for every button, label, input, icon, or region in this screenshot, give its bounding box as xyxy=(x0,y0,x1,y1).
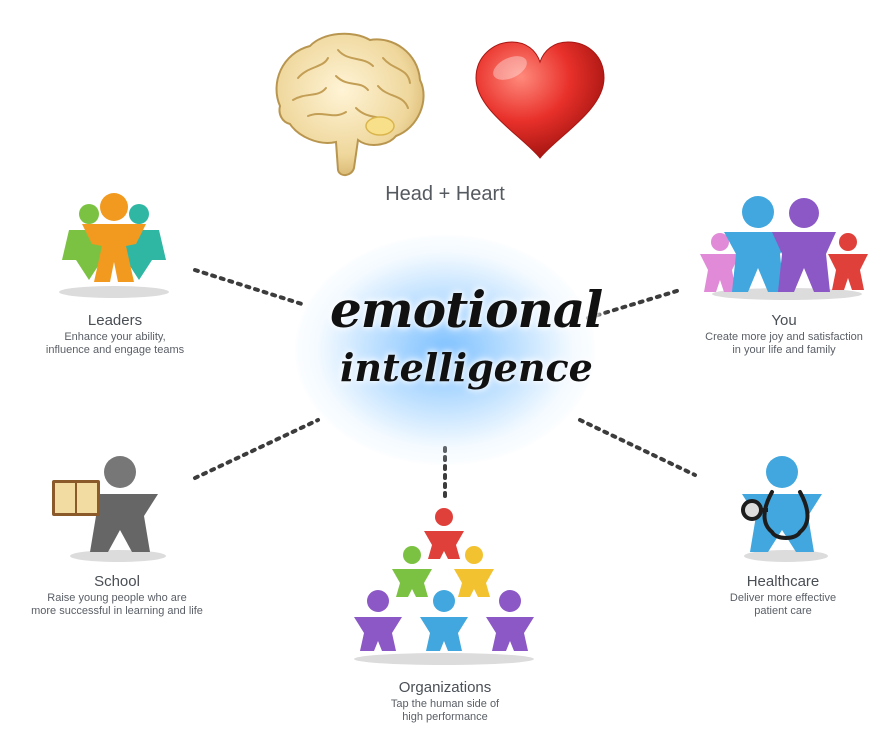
you-text: You Create more joy and satisfaction in … xyxy=(680,312,888,357)
school-text: School Raise young people who are more s… xyxy=(5,573,229,618)
connector-healthcare xyxy=(578,418,697,477)
healthcare-desc-line2: patient care xyxy=(754,605,812,617)
student-book-icon xyxy=(52,456,166,562)
organizations-desc-line2: high performance xyxy=(402,711,488,723)
school-desc-line2: more successful in learning and life xyxy=(31,605,203,617)
head-heart-label: Head + Heart xyxy=(385,183,505,205)
leaders-desc-line2: influence and engage teams xyxy=(45,344,185,356)
connector-you xyxy=(586,288,682,320)
organizations-text: Organizations Tap the human side of high… xyxy=(335,679,555,724)
brain-icon xyxy=(275,32,425,176)
leaders-desc-line1: Enhance your ability, xyxy=(64,331,166,343)
healthcare-desc-line1: Deliver more effective xyxy=(729,592,837,604)
organizations-desc-line1: Tap the human side of xyxy=(390,698,500,710)
healthcare-title: Healthcare xyxy=(746,573,820,590)
heart-icon xyxy=(475,41,605,159)
center-title-line1: emotional xyxy=(330,280,603,339)
family-icon xyxy=(700,196,868,300)
leaders-text: Leaders Enhance your ability, influence … xyxy=(10,312,220,357)
leaders-title: Leaders xyxy=(87,312,143,329)
school-title: School xyxy=(94,573,140,590)
you-desc-line1: Create more joy and satisfaction xyxy=(705,331,863,343)
organizations-title: Organizations xyxy=(398,679,492,696)
connector-school xyxy=(193,418,320,480)
people-group-icon xyxy=(59,193,169,298)
school-desc-line1: Raise young people who are xyxy=(47,592,187,604)
healthcare-text: Healthcare Deliver more effective patien… xyxy=(683,573,883,618)
connector-leaders xyxy=(193,268,307,307)
center-title-line2: intelligence xyxy=(340,345,593,390)
center-glow xyxy=(295,235,595,465)
you-title: You xyxy=(771,312,797,329)
people-pyramid-icon xyxy=(354,508,534,665)
you-desc-line2: in your life and family xyxy=(732,344,836,356)
doctor-stethoscope-icon xyxy=(741,456,828,562)
